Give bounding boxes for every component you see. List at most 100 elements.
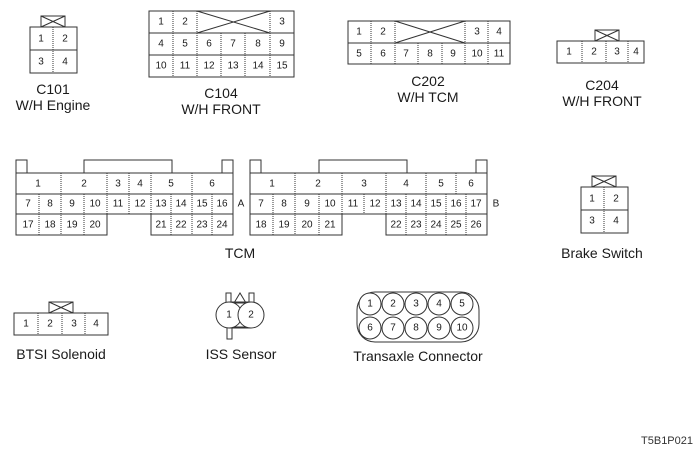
pin: 1 (356, 27, 362, 38)
pin: 3 (71, 319, 77, 330)
pin: 24 (216, 220, 228, 231)
pin: 15 (196, 199, 208, 210)
pin: 13 (155, 199, 167, 210)
pin: 4 (93, 319, 99, 330)
pin: 22 (390, 220, 402, 231)
pin: 14 (252, 61, 264, 72)
pin: 5 (182, 39, 188, 50)
pin: 13 (390, 199, 402, 210)
pin: 12 (369, 199, 381, 210)
pin: 4 (633, 47, 639, 58)
pin: 3 (474, 27, 480, 38)
figure-code: T5B1P021 (641, 435, 693, 447)
pin: 8 (47, 199, 53, 210)
pin: 17 (470, 199, 482, 210)
connector-c104: 1 2 3 4 5 6 7 8 9 10 11 12 13 14 15 C104… (148, 10, 295, 117)
connector-iss-sensor: 1 2 ISS Sensor (206, 292, 277, 362)
pin: 13 (227, 61, 239, 72)
pin-cavity (450, 316, 474, 340)
pin: 6 (209, 179, 215, 190)
pin: 4 (613, 216, 619, 227)
pin: 1 (367, 299, 373, 310)
pin: 5 (356, 49, 362, 60)
pin: 6 (468, 179, 474, 190)
pin: 4 (496, 27, 502, 38)
pin: 10 (89, 199, 101, 210)
pin-cavity (358, 316, 382, 340)
pin: 7 (258, 199, 264, 210)
pin: 2 (47, 319, 53, 330)
pin: 3 (279, 17, 285, 28)
pin: 15 (276, 61, 288, 72)
pin: 11 (113, 199, 124, 210)
pin: 9 (279, 39, 285, 50)
pin: 4 (137, 179, 143, 190)
pin: 15 (430, 199, 442, 210)
pin: 19 (278, 220, 290, 231)
pin: 22 (175, 220, 187, 231)
pin: 10 (471, 49, 483, 60)
pin: 1 (589, 194, 595, 205)
pin: 8 (413, 323, 419, 334)
pin: 25 (450, 220, 462, 231)
pin: 3 (413, 299, 419, 310)
pin: 2 (390, 299, 396, 310)
pin: 2 (182, 17, 188, 28)
pin: 5 (459, 299, 465, 310)
pin: 5 (168, 179, 174, 190)
pin: 3 (38, 57, 44, 68)
pin: 10 (155, 61, 167, 72)
pin: 23 (410, 220, 422, 231)
pin: 18 (255, 220, 267, 231)
pin: 7 (25, 199, 31, 210)
connector-desc: W/H Engine (16, 97, 91, 113)
pin: 2 (62, 34, 68, 45)
connector-btsi-solenoid: 1 2 3 4 BTSI Solenoid (13, 301, 109, 362)
pin: 23 (196, 220, 208, 231)
tcm-side-b-label: B (493, 199, 500, 210)
connector-desc: W/H FRONT (181, 101, 261, 117)
pin-cavity (381, 292, 405, 316)
pin: 3 (614, 47, 620, 58)
pin: 9 (304, 199, 310, 210)
pin: 3 (589, 216, 595, 227)
connector-id: C202 (411, 73, 445, 89)
pin: 4 (62, 57, 68, 68)
pin: 2 (248, 310, 254, 321)
pin: 3 (361, 179, 367, 190)
pin: 11 (494, 49, 505, 60)
pin: 20 (301, 220, 313, 231)
connector-name: Brake Switch (561, 245, 643, 261)
connector-id: C104 (204, 85, 238, 101)
pin: 11 (180, 61, 191, 72)
pin: 7 (390, 323, 396, 334)
pin: 26 (470, 220, 482, 231)
pin: 21 (155, 220, 167, 231)
pin: 16 (216, 199, 228, 210)
pin: 12 (134, 199, 146, 210)
pin: 20 (89, 220, 101, 231)
pin-cavity (358, 292, 382, 316)
pin: 6 (367, 323, 373, 334)
connector-name: BTSI Solenoid (16, 346, 106, 362)
connector-brake-switch: 1 2 3 4 Brake Switch (561, 175, 643, 261)
pin: 7 (230, 39, 236, 50)
pin-cavity (427, 316, 451, 340)
pin: 1 (566, 47, 572, 58)
tcm-side-a-label: A (238, 199, 245, 210)
pin: 12 (203, 61, 215, 72)
pin: 5 (438, 179, 444, 190)
connector-c202: 1 2 3 4 5 6 7 8 9 10 11 C202 W/H TCM (347, 20, 511, 105)
pin-cavity (381, 316, 405, 340)
pin: 3 (115, 179, 121, 190)
pin: 2 (613, 194, 619, 205)
pin: 6 (206, 39, 212, 50)
connector-c101: 1 2 3 4 C101 W/H Engine (16, 15, 91, 113)
pin: 1 (158, 17, 164, 28)
pin: 1 (226, 310, 232, 321)
pin: 2 (591, 47, 597, 58)
pin: 4 (158, 39, 164, 50)
